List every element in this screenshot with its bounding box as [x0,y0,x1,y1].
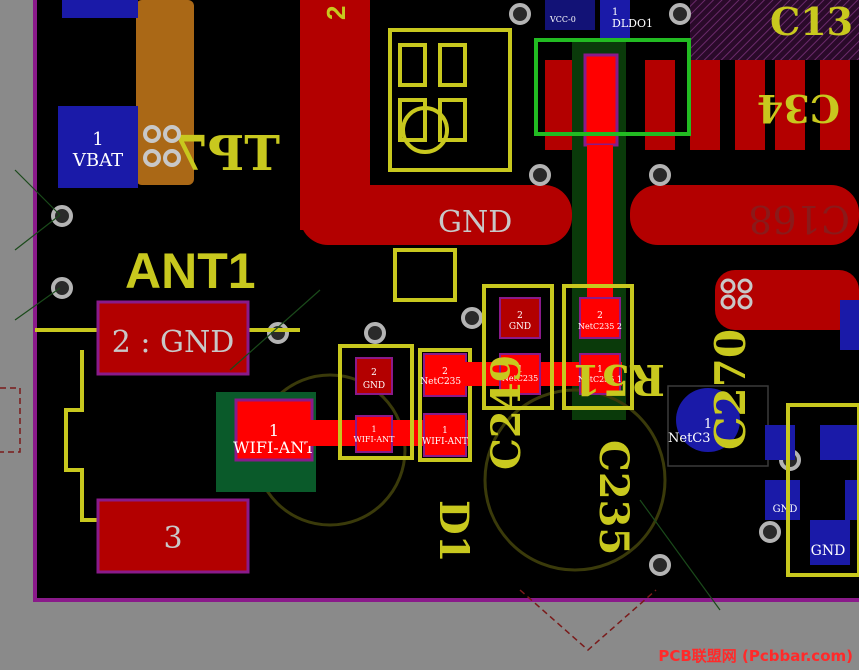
c249-pad2-net: GND [509,322,531,332]
wifi-ant-small-pad-number: 1 [371,425,376,434]
d1-label: D1 [430,500,477,563]
ant1-outline-left [64,350,100,522]
wifi-ant-pad1-number: 1 [269,421,279,440]
c249-pad1-number: 1 [517,365,523,375]
ant1-pad2[interactable] [96,300,250,376]
c249-pad2[interactable] [499,297,541,339]
r51-label: R51 [572,355,665,404]
netc3-pad-net: NetC3 [668,431,711,446]
keepout-left [0,387,21,453]
netc235-pad-left[interactable] [423,353,467,397]
selected-pad-top[interactable] [583,53,619,147]
c34-label: C34 [757,86,840,131]
c168-label: C168 [748,197,850,241]
c249-label: C249 [483,355,530,470]
right-mid-copper[interactable] [715,270,859,330]
c235-outline [562,284,634,410]
bottom-pad-top[interactable] [62,0,138,18]
c249-pad1[interactable] [499,353,541,395]
board-outline [33,0,859,602]
silk-outlines-top [388,28,512,302]
wifi-ant-pad-right-number: 1 [442,426,448,436]
tp7-vias [143,125,181,167]
dldo1-pad-number: 1 [612,7,618,18]
wifi-ant-pad-right[interactable] [423,413,467,457]
netc3-pad[interactable] [676,388,740,452]
selected-trace-vertical[interactable] [587,145,613,305]
c235-pad1-number: 1 [597,365,603,375]
c235-pad2-number: 2 [597,311,603,321]
vbat-pad[interactable] [58,106,138,188]
c235-pad2-net: NetC235 2 [578,322,622,331]
ant1-label: ANT1 [125,243,256,299]
vcc-pad-label: VCC-0 [549,15,576,24]
vbat-pad-number: 1 [92,129,103,150]
gnd-pad-small[interactable] [355,357,393,395]
c249-circle-outline [483,388,667,572]
ic-top-label: C13 [770,0,853,44]
component-outline-wifi [338,344,414,460]
component-outline-right [786,403,859,577]
ratsnest-lines [14,169,721,611]
netc235-pad-left-net: NetC235 1 [420,377,469,387]
c235-pad2[interactable] [579,297,621,339]
tp7-label: TP7 [175,126,280,182]
vcc-pad[interactable] [545,0,595,30]
gnd-pad-small-net: GND [363,381,385,391]
ant1-pad3-label: 3 [163,521,182,556]
netc235-pad-left-number: 2 [442,367,448,377]
wifi-ant-small-pad[interactable] [355,415,393,453]
ant1-pad2-label: 2 : GND [112,325,235,360]
c249-outline [482,284,554,410]
wifi-ant-pad-right-net: WIFI-ANT [422,437,468,447]
gnd-copper-vertical[interactable] [300,0,370,230]
c270-label: C270 [706,329,755,450]
gnd-pad-right-mid: GND [773,504,798,515]
vbat-pad-net: VBAT [72,150,123,171]
selection-box[interactable] [534,38,691,136]
ant1-pad3[interactable] [96,498,250,574]
gnd-pad-small-number: 2 [371,368,377,378]
gnd-pour-label: GND [438,205,512,240]
wifi-ant-pad1-net: WIFI-ANT [233,438,315,457]
c249-pad2-number: 2 [517,311,523,321]
wifi-ant-pad1[interactable] [234,398,314,462]
wifi-ant-small-pad-net: WIFI-ANT [354,435,396,444]
right-edge-pad[interactable] [840,300,859,350]
netc3-pad-number: 1 [704,417,712,432]
keepout-bottom [519,589,657,652]
c249-pad1-net: NetC235 [502,374,538,383]
c235-label: C235 [590,440,637,555]
gnd-pad-bottom-right: GND [811,543,846,559]
dldo1-label: DLDO1 [612,17,653,30]
ic-pads-top[interactable] [545,60,850,150]
right-via-cluster [720,278,753,310]
watermark: PCB联盟网 (Pcbbar.com) [658,647,853,665]
right-copper-pour[interactable] [630,185,859,245]
hatched-polygon [690,0,859,60]
c235-pad1-net: NetC235 1 [578,375,622,384]
component-outline-mid [418,348,472,462]
c235-pad1[interactable] [579,353,621,395]
digit-2-label: 2 [321,6,351,20]
dldo1-pad[interactable] [600,0,630,40]
